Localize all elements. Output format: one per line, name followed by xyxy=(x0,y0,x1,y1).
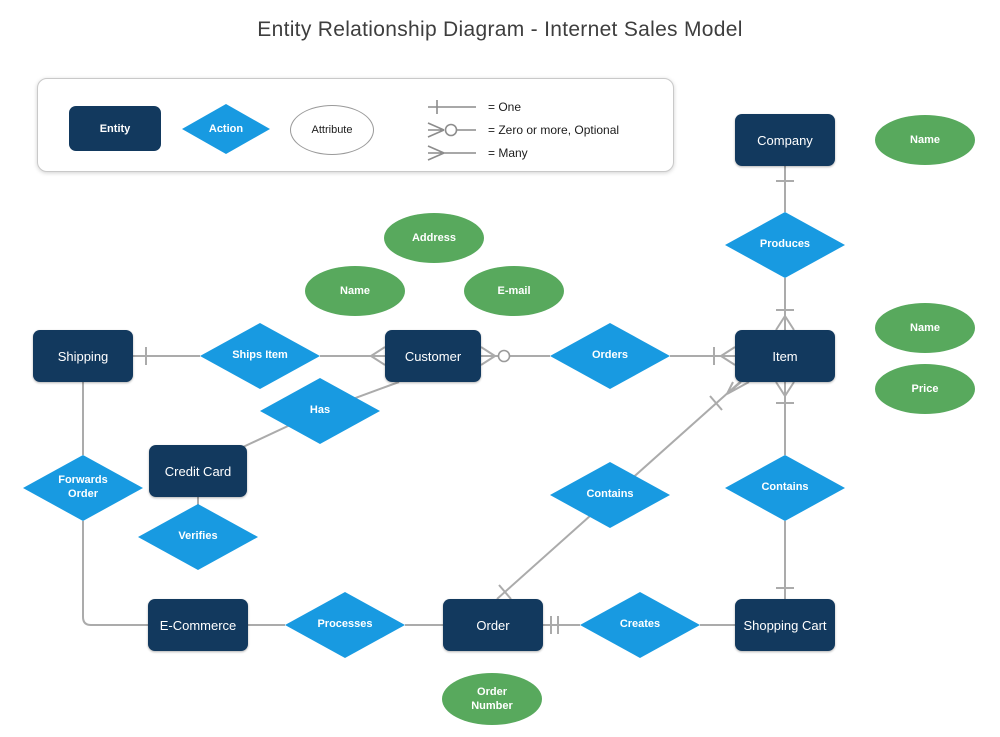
connector-customer-orders xyxy=(480,346,550,366)
connector-shipsitem-customer xyxy=(320,346,386,366)
legend-row-one: = One xyxy=(426,97,521,117)
one-symbol xyxy=(428,100,476,114)
entity-credit-card: Credit Card xyxy=(149,445,247,497)
attribute-item-price: Price xyxy=(875,364,975,414)
entity-shipping: Shipping xyxy=(33,330,133,382)
attribute-order-number: Order Number xyxy=(442,673,542,725)
action-verifies-label: Verifies xyxy=(178,530,218,543)
entity-e-commerce: E-Commerce xyxy=(148,599,248,651)
action-orders-label: Orders xyxy=(591,349,629,362)
legend-row-many: = Many xyxy=(426,143,528,163)
entity-item-label: Item xyxy=(772,348,798,364)
attribute-customer-email-label: E-mail xyxy=(497,284,531,297)
action-produces-label: Produces xyxy=(759,238,811,251)
legend-one-label: = One xyxy=(488,100,522,114)
entity-e-commerce-label: E-Commerce xyxy=(159,617,237,633)
many-symbol xyxy=(427,145,476,161)
legend-box: Entity Action Attribute = One = Zero or … xyxy=(37,78,674,172)
entity-company: Company xyxy=(735,114,835,166)
attribute-customer-name-label: Name xyxy=(340,284,370,297)
page-title: Entity Relationship Diagram - Internet S… xyxy=(257,18,743,41)
attribute-item-name-label: Name xyxy=(910,321,940,334)
attribute-customer-name: Name xyxy=(305,266,405,316)
legend-attribute-label: Attribute xyxy=(311,124,353,136)
action-contains-item-cart-label: Contains xyxy=(761,481,809,494)
legend-many-label: = Many xyxy=(488,146,528,160)
entity-item: Item xyxy=(735,330,835,382)
entity-shopping-cart: Shopping Cart xyxy=(735,599,835,651)
entity-credit-card-label: Credit Card xyxy=(164,463,232,479)
connector-company-produces xyxy=(776,166,794,212)
legend-entity-sample: Entity xyxy=(69,106,161,151)
legend-zero-or-more-label: = Zero or more, Optional xyxy=(488,123,620,137)
legend-attribute-sample: Attribute xyxy=(290,105,374,155)
attribute-item-price-label: Price xyxy=(911,382,939,395)
entity-customer-label: Customer xyxy=(404,348,462,364)
attribute-company-name-label: Name xyxy=(910,133,940,146)
attribute-customer-address-label: Address xyxy=(411,231,457,244)
action-processes-label: Processes xyxy=(317,618,373,631)
connector-produces-item xyxy=(775,278,795,331)
legend-row-zero-or-more: = Zero or more, Optional xyxy=(426,120,619,140)
connector-order-creates-shoppingcart xyxy=(543,616,735,634)
action-creates-label: Creates xyxy=(619,618,661,631)
action-has-label: Has xyxy=(309,404,331,417)
attribute-order-number-label: Order Number xyxy=(471,685,513,712)
entity-shopping-cart-label: Shopping Cart xyxy=(743,617,827,633)
attribute-company-name: Name xyxy=(875,115,975,165)
connector-orders-item xyxy=(670,346,736,366)
attribute-customer-address: Address xyxy=(384,213,484,263)
action-contains-order-item-label: Contains xyxy=(586,488,634,501)
entity-company-label: Company xyxy=(757,132,813,148)
connector-item-contains-shoppingcart xyxy=(775,381,795,599)
connector-shipping-shipsitem xyxy=(133,347,200,365)
attribute-item-name: Name xyxy=(875,303,975,353)
entity-shipping-label: Shipping xyxy=(57,348,109,364)
action-forwards-order-label: Forwards Order xyxy=(58,474,108,500)
legend-action-sample: Action xyxy=(182,104,270,154)
legend-entity-label: Entity xyxy=(99,122,131,135)
zero-or-more-symbol xyxy=(427,122,476,138)
attribute-customer-email: E-mail xyxy=(464,266,564,316)
legend-action-label: Action xyxy=(208,123,244,135)
entity-customer: Customer xyxy=(385,330,481,382)
entity-order: Order xyxy=(443,599,543,651)
entity-order-label: Order xyxy=(476,617,510,633)
action-ships-item-label: Ships Item xyxy=(232,349,288,362)
connector-shipping-forwardsorder-ecommerce xyxy=(82,382,148,626)
